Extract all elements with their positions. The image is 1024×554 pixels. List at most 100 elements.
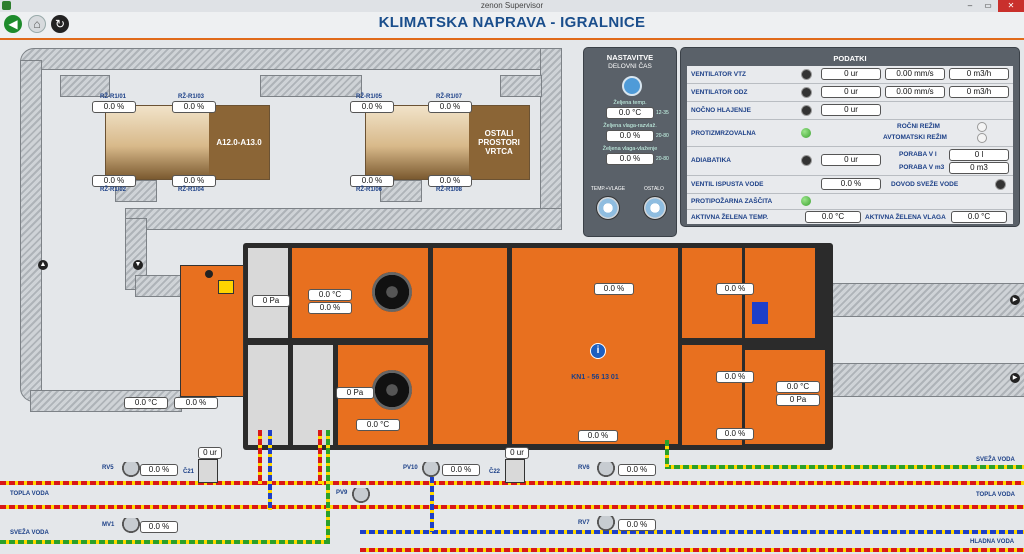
c21-pump-icon[interactable] bbox=[198, 459, 218, 483]
damper-r2-label: RŽ-R1/02 bbox=[100, 187, 127, 193]
adia-status-icon[interactable] bbox=[801, 155, 812, 166]
rv5-value: 0.0 % bbox=[140, 464, 178, 476]
dovod-status-icon[interactable] bbox=[995, 179, 1006, 190]
app-icon bbox=[2, 1, 11, 10]
poraba-l-value: 0 l bbox=[949, 149, 1009, 161]
ahu-temp-lower: 0.0 °C bbox=[356, 419, 400, 431]
rv6-value: 0.0 % bbox=[618, 464, 656, 476]
duct-branch-2 bbox=[260, 75, 362, 97]
airflow-down-icon: ▼ bbox=[133, 260, 143, 270]
zel-temp-value[interactable]: 0.0 °C bbox=[606, 107, 654, 119]
room-b[interactable]: OSTALI PROSTORI VRTCA bbox=[365, 105, 530, 180]
window-title: zenon Supervisor bbox=[480, 1, 544, 10]
rocni-rezim-radio[interactable] bbox=[977, 122, 987, 132]
vtz-status-icon[interactable] bbox=[801, 69, 812, 80]
pipe-hladna bbox=[360, 530, 1024, 534]
odz-status-icon[interactable] bbox=[801, 87, 812, 98]
zel-vlaga-range: 20-80 bbox=[656, 133, 669, 139]
delovni-cas-label: DELOVNI ČAS bbox=[608, 63, 652, 70]
damper-r6-value: 0.0 % bbox=[350, 175, 394, 187]
unit-id-label: KN1 - 56 13 01 bbox=[571, 374, 619, 381]
odz-vibration: 0.00 mm/s bbox=[885, 86, 945, 98]
info-icon[interactable]: i bbox=[590, 343, 606, 359]
vtz-flow: 0 m3/h bbox=[949, 68, 1009, 80]
vtz-label: VENTILATOR VTZ bbox=[691, 71, 747, 78]
outside-temp: 0.0 °C bbox=[776, 381, 820, 393]
nastavitve-title: NASTAVITVE bbox=[606, 53, 654, 62]
zel-vlaz-value[interactable]: 0.0 % bbox=[606, 153, 654, 165]
row-vtz: VENTILATOR VTZ 0 ur 0.00 mm/s 0 m3/h bbox=[687, 66, 1013, 84]
rv5-valve-icon[interactable] bbox=[120, 462, 142, 482]
mv1-valve-icon[interactable] bbox=[120, 518, 142, 538]
avto-rezim-radio[interactable] bbox=[977, 133, 987, 143]
nocno-hours: 0 ur bbox=[821, 104, 881, 116]
vpipe-sveza bbox=[326, 430, 330, 542]
pipe-hladna-return bbox=[360, 548, 1024, 552]
duct-branch-3 bbox=[500, 75, 542, 97]
pozar-label: PROTIPOŽARNA ZAŠČITA bbox=[691, 198, 773, 205]
ostalo-label: OSTALO bbox=[644, 186, 664, 192]
avto-rezim-label: AVTOMATSKI REŽIM bbox=[883, 134, 947, 141]
pozar-led-icon bbox=[801, 196, 811, 206]
rv6-valve-icon[interactable] bbox=[595, 462, 617, 482]
temp-vlage-button[interactable] bbox=[596, 196, 620, 220]
pv9-label: PV9 bbox=[336, 490, 348, 496]
damper-r4-label: RŽ-R1/04 bbox=[178, 187, 205, 193]
control-cabinet[interactable] bbox=[180, 265, 244, 397]
rv7-valve-icon[interactable] bbox=[595, 516, 617, 536]
fan-lower-icon bbox=[372, 370, 412, 410]
damper-r8-label: RŽ-R1/08 bbox=[436, 187, 463, 193]
aktiv-vlaga-label: AKTIVNA ŽELENA VLAGA bbox=[865, 214, 946, 221]
podatki-panel: PODATKI VENTILATOR VTZ 0 ur 0.00 mm/s 0 … bbox=[680, 47, 1020, 227]
return-duct-top bbox=[125, 208, 562, 230]
close-icon[interactable]: ✕ bbox=[998, 0, 1024, 12]
ostalo-button[interactable] bbox=[643, 196, 667, 220]
damper-r8-value: 0.0 % bbox=[428, 175, 472, 187]
ventil-value: 0.0 % bbox=[821, 178, 881, 190]
zel-vlaga-value[interactable]: 0.0 % bbox=[606, 130, 654, 142]
airflow-in-icon: ▶ bbox=[1010, 295, 1020, 305]
odz-hours: 0 ur bbox=[821, 86, 881, 98]
outside-duct-upper bbox=[820, 283, 1024, 317]
poraba-m3-label: PORABA V m3 bbox=[899, 164, 945, 171]
vpipe-cooler-supply bbox=[318, 430, 322, 485]
damper-r2-value: 0.0 % bbox=[92, 175, 136, 187]
mv1-label: MV1 bbox=[102, 522, 115, 528]
damper-r1-label: RŽ-R1/01 bbox=[100, 94, 127, 100]
pv9-valve-icon[interactable] bbox=[350, 488, 372, 508]
hladna-voda-right-label: HLADNA VODA bbox=[970, 539, 1015, 545]
c22-value: 0 ur bbox=[505, 447, 529, 459]
supply-duct-right bbox=[540, 48, 562, 210]
rv6-label: RV6 bbox=[578, 465, 590, 471]
topla-voda-left-label: TOPLA VODA bbox=[10, 491, 50, 497]
minimize-icon[interactable]: – bbox=[967, 1, 973, 10]
cabinet-switch-icon[interactable] bbox=[205, 270, 213, 278]
maximize-icon[interactable]: ▭ bbox=[984, 1, 992, 10]
dovod-label: DOVOD SVEŽE VODE bbox=[891, 181, 959, 188]
refresh-icon[interactable]: ↻ bbox=[51, 15, 69, 33]
vpipe-heater-supply bbox=[258, 430, 262, 485]
airflow-up-icon: ▲ bbox=[38, 260, 48, 270]
damper-r3-value: 0.0 % bbox=[172, 101, 216, 113]
coil-damper-mid: 0.0 % bbox=[716, 371, 754, 383]
aktiv-temp-value: 0.0 °C bbox=[805, 211, 861, 223]
clock-icon[interactable] bbox=[622, 76, 642, 96]
aktiv-vlaga-value: 0.0 °C bbox=[951, 211, 1007, 223]
zel-vlaga-label: Željena vlaga-razvlaž. bbox=[603, 123, 657, 129]
vpipe-pv10 bbox=[430, 468, 434, 532]
supply-temp: 0.0 °C bbox=[124, 397, 168, 409]
pipe-topla-return bbox=[0, 505, 1024, 509]
back-arrow-icon[interactable]: ◀ bbox=[4, 15, 22, 33]
pv10-valve-icon[interactable] bbox=[420, 462, 442, 482]
damper-r4-value: 0.0 % bbox=[172, 175, 216, 187]
pipe-topla-left bbox=[0, 481, 430, 485]
vtz-hours: 0 ur bbox=[821, 68, 881, 80]
c22-pump-icon[interactable] bbox=[505, 459, 525, 483]
room-a[interactable]: A12.0-A13.0 bbox=[105, 105, 270, 180]
row-odz: VENTILATOR ODZ 0 ur 0.00 mm/s 0 m3/h bbox=[687, 84, 1013, 102]
home-icon[interactable]: ⌂ bbox=[28, 15, 46, 33]
row-ventil: VENTIL ISPUSTA VODE 0.0 % DOVOD SVEŽE VO… bbox=[687, 176, 1013, 194]
nocno-status-icon[interactable] bbox=[801, 105, 812, 116]
odz-flow: 0 m3/h bbox=[949, 86, 1009, 98]
supply-duct-left bbox=[20, 60, 42, 402]
